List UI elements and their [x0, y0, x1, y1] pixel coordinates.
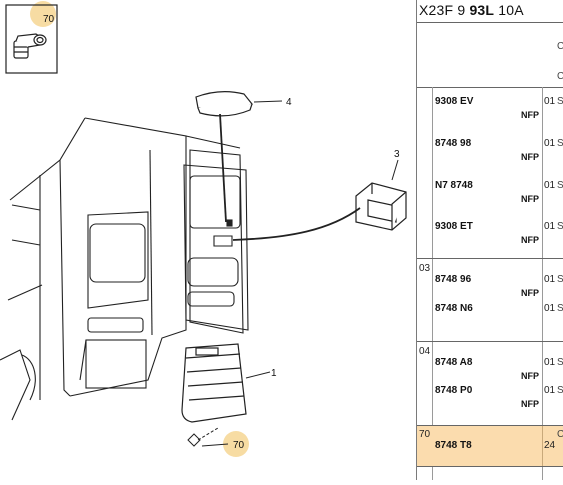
door-trim-panel-part: [181, 343, 247, 423]
qty: 01: [544, 138, 556, 149]
ref-code-bold: 93L: [469, 2, 495, 18]
cover-cap-part: [195, 91, 253, 117]
column-marker-2: C: [557, 71, 563, 82]
part-number[interactable]: N7 8748: [435, 180, 473, 191]
qty-column-border: [542, 87, 543, 480]
qty: 24: [544, 440, 556, 451]
qty: 01: [544, 274, 556, 285]
qty: 01: [544, 180, 556, 191]
truncated-text: S: [557, 357, 563, 368]
nfp-flag: NFP: [521, 194, 539, 204]
small-clip-part: [187, 433, 201, 447]
qty: 01: [544, 357, 556, 368]
callout-leader-4: [253, 100, 283, 103]
callout-label-70-bottom[interactable]: 70: [233, 440, 245, 451]
van-body: [0, 117, 244, 421]
qty: 01: [544, 96, 556, 107]
ref-code-suffix: 10A: [494, 2, 524, 18]
part-number[interactable]: 8748 98: [435, 138, 472, 149]
qty: 01: [544, 221, 556, 232]
reference-code-header: X23F 9 93L 10A: [419, 2, 524, 18]
truncated-text: S: [557, 303, 563, 314]
truncated-text: S: [557, 221, 563, 232]
reference-number: 04: [419, 346, 431, 357]
callout-leader-3: [391, 159, 399, 181]
callout-leader-70: [201, 443, 229, 447]
nfp-flag: NFP: [521, 399, 539, 409]
exploded-parts-diagram: 70 4 3 1 70: [0, 1, 407, 457]
ref-column-border: [432, 87, 433, 480]
header-separator: [417, 22, 563, 23]
callout-highlight-70-bottom: [223, 431, 249, 457]
part-number[interactable]: 8748 96: [435, 274, 472, 285]
truncated-text: S: [557, 180, 563, 191]
part-number-selected[interactable]: 8748 T8: [435, 440, 472, 451]
ref-code-prefix: X23F 9: [419, 2, 470, 18]
qty: 01: [544, 385, 556, 396]
selected-row-divider: [542, 425, 543, 466]
callout-label-3[interactable]: 3: [394, 149, 400, 160]
truncated-text: S: [557, 96, 563, 107]
table-top-border: [417, 87, 563, 88]
selected-row-highlight: [417, 425, 563, 466]
truncated-text: C: [557, 429, 563, 440]
group-separator: [417, 425, 563, 426]
column-marker-1: C: [557, 41, 563, 52]
part-number[interactable]: 8748 P0: [435, 385, 473, 396]
panel-divider: [416, 0, 417, 480]
callout-leader-1: [245, 371, 271, 379]
leader-line-3: [232, 207, 361, 241]
leader-line-70: [197, 427, 219, 441]
parts-list-panel: X23F 9 93L 10A C C 9308 EV NFP 01 S 8748…: [417, 0, 563, 480]
reference-number: 03: [419, 263, 431, 274]
parts-illustration: 70 4 3 1 70: [0, 1, 407, 457]
part-number[interactable]: 9308 EV: [435, 96, 474, 107]
nfp-flag: NFP: [521, 152, 539, 162]
part-number[interactable]: 8748 N6: [435, 303, 473, 314]
nfp-flag: NFP: [521, 371, 539, 381]
nfp-flag: NFP: [521, 110, 539, 120]
qty: 01: [544, 303, 556, 314]
clip-icon: [13, 33, 47, 59]
leader-line-4: [219, 113, 227, 223]
callout-highlight-70-top: [30, 1, 56, 27]
part-number[interactable]: 8748 A8: [435, 357, 473, 368]
table-bottom-border: [417, 466, 563, 467]
truncated-text: S: [557, 385, 563, 396]
rear-door: [183, 164, 249, 331]
nfp-flag: NFP: [521, 235, 539, 245]
callout-label-70-top[interactable]: 70: [43, 14, 55, 25]
nfp-flag: NFP: [521, 288, 539, 298]
handle-housing-part: [355, 182, 407, 231]
part-number[interactable]: 9308 ET: [435, 221, 473, 232]
truncated-text: S: [557, 274, 563, 285]
group-separator: [417, 258, 563, 259]
truncated-text: S: [557, 138, 563, 149]
callout-label-1[interactable]: 1: [271, 368, 277, 379]
part-70-inset-box: [5, 4, 58, 74]
group-separator: [417, 341, 563, 342]
callout-label-4[interactable]: 4: [286, 97, 292, 108]
reference-number: 70: [419, 429, 431, 440]
